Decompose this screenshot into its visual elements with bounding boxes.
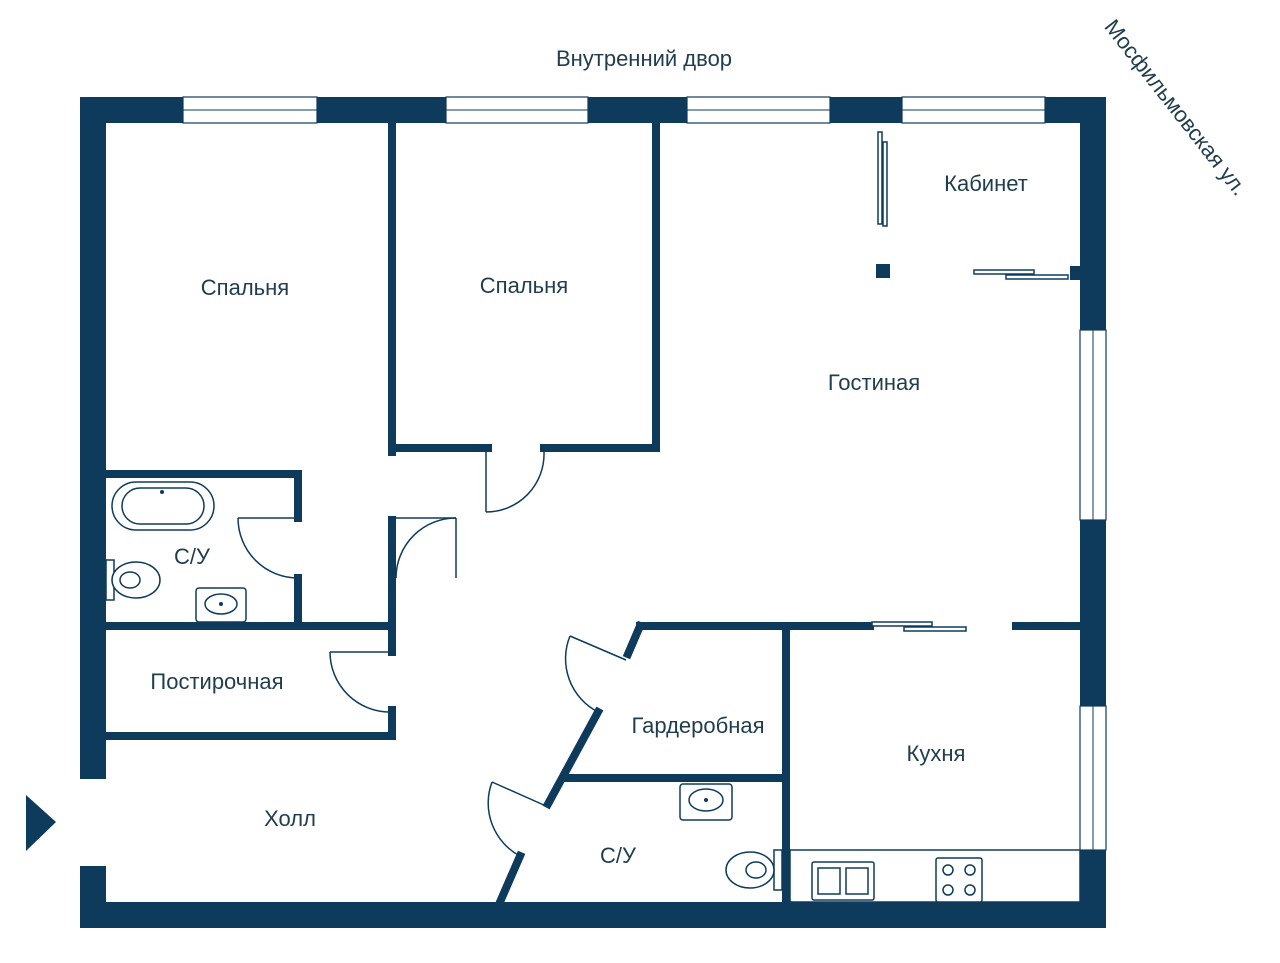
column xyxy=(876,264,890,278)
interior-walls xyxy=(102,119,1084,908)
room-label-wardrobe: Гардеробная xyxy=(631,713,764,738)
street-label: Мосфильмовская ул. xyxy=(1100,15,1253,201)
room-label-laundry: Постирочная xyxy=(150,669,283,694)
room-label-kitchen: Кухня xyxy=(907,741,966,766)
sliding-doors xyxy=(871,131,1069,632)
room-label-bathroom: С/У xyxy=(600,843,637,868)
swing-doors xyxy=(237,451,627,857)
sink-icon xyxy=(679,783,733,821)
toilet-icon xyxy=(725,849,783,891)
sink-icon xyxy=(195,587,247,623)
room-label-study: Кабинет xyxy=(944,171,1028,196)
entrance-arrow-icon xyxy=(26,795,56,851)
windows xyxy=(182,96,1107,851)
cooktop-icon xyxy=(935,857,983,903)
kitchen-sink-icon xyxy=(811,861,875,901)
room-label-bedroom: Спальня xyxy=(201,275,289,300)
room-label-bedroom: Спальня xyxy=(480,273,568,298)
toilet-icon xyxy=(105,559,161,601)
outer-walls xyxy=(80,97,1106,928)
courtyard-label: Внутренний двор xyxy=(556,46,732,71)
bathtub-icon xyxy=(111,481,215,531)
room-label-living: Гостиная xyxy=(828,370,920,395)
room-label-bathroom: С/У xyxy=(174,544,211,569)
room-label-hall: Холл xyxy=(264,806,316,831)
